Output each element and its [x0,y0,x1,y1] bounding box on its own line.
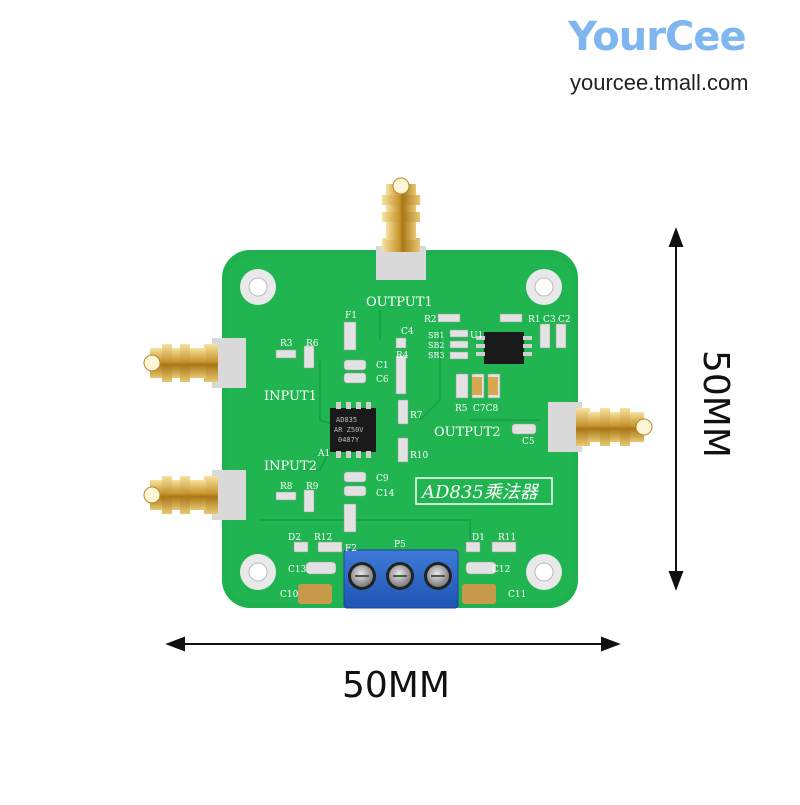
u1-chip [476,332,532,364]
chip-marking-line1: AD835 [336,416,357,424]
label-d2: D2 [288,533,301,543]
label-r3: R3 [280,339,293,349]
label-c11: C11 [508,590,526,600]
label-c2: C2 [558,315,571,325]
label-c3: C3 [543,315,556,325]
mounting-hole [526,269,562,305]
height-dimension-label: 50MM [695,350,736,458]
chip-marking-line2: AR Z50V [334,426,364,434]
label-d1: D1 [472,533,485,543]
sma-connector-output2 [548,402,653,452]
brand-logo: YourCee [568,14,747,60]
label-sb3: SB3 [428,351,444,360]
label-r9: R9 [306,482,319,492]
label-c12: C12 [492,565,510,575]
label-c6: C6 [376,375,389,385]
width-dimension-arrow [165,636,621,652]
label-c5: C5 [522,437,535,447]
label-r5: R5 [455,404,468,414]
label-c10: C10 [280,590,299,600]
label-u1: U1 [470,331,483,341]
mounting-hole [526,554,562,590]
brand-url: yourcee.tmall.com [570,70,749,95]
label-r6: R6 [306,339,319,349]
label-output2: OUTPUT2 [434,425,501,440]
label-r12: R12 [314,533,332,543]
label-f1: F1 [345,311,357,321]
label-sb2: SB2 [428,341,444,350]
label-r11: R11 [498,533,516,543]
label-input2: INPUT2 [264,459,317,474]
label-f2: F2 [345,544,357,554]
terminal-block-p5 [343,549,459,609]
height-dimension-arrow [668,227,684,591]
sma-connector-input2 [143,470,246,520]
width-dimension-label: 50MM [342,665,450,706]
label-r8: R8 [280,482,293,492]
label-c1: C1 [376,361,389,371]
label-c13: C13 [288,565,307,575]
label-r2: R2 [424,315,437,325]
label-c14: C14 [376,489,395,499]
chip-marking-line3: 0487Y [338,436,360,444]
sma-connector-output1 [376,177,426,280]
label-a1: A1 [317,449,330,459]
label-p5: P5 [394,540,406,550]
label-c7c8: C7C8 [473,404,498,414]
label-c9: C9 [376,474,389,484]
ad835-chip: AD835 AR Z50V 0487Y [330,402,376,458]
label-r4: R4 [396,351,409,361]
label-r7: R7 [410,411,423,421]
mounting-hole [240,269,276,305]
mounting-hole [240,554,276,590]
label-sb1: SB1 [428,331,444,340]
label-input1: INPUT1 [264,389,317,404]
board-title: AD835乘法器 [420,482,540,503]
label-r10: R10 [410,451,429,461]
label-r1: R1 [528,315,541,325]
sma-connector-input1 [143,338,246,388]
smd-components [275,313,567,604]
label-output1: OUTPUT1 [366,295,433,310]
label-c4: C4 [401,327,414,337]
board-title-box [415,477,553,505]
brand-logo-text: YourCee [568,14,747,60]
